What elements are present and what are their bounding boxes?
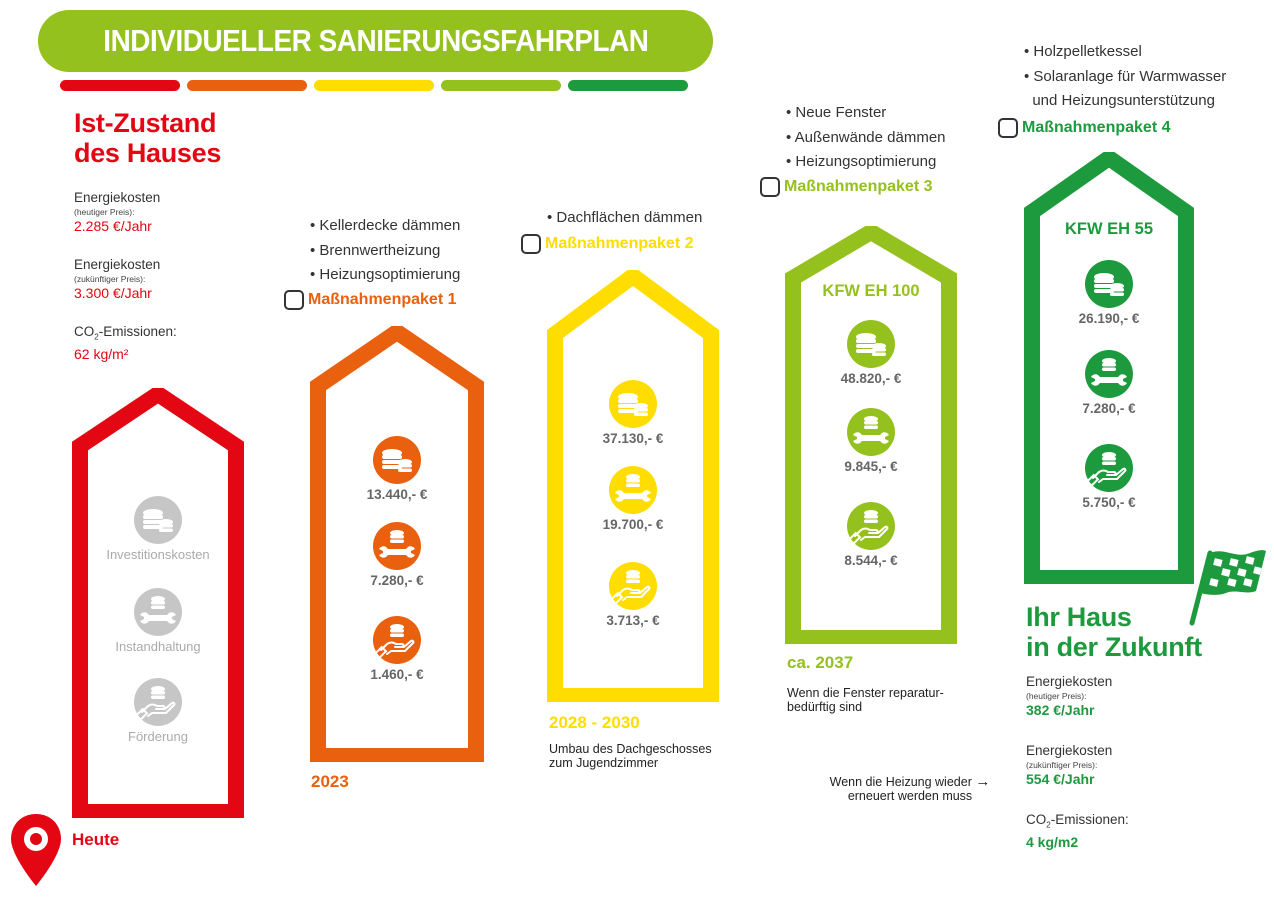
house-content-package-3: KFW EH 100 48.820,- € 9.845,- € 8.544,- …: [785, 226, 957, 644]
energy-cost-today-value: 2.285 €/Jahr: [74, 218, 152, 234]
energy-cost-future-value: 3.300 €/Jahr: [74, 285, 152, 301]
title-banner: INDIVIDUELLER SANIERUNGSFAHRPLAN: [38, 10, 713, 72]
investment-cost: 37.130,- €: [547, 380, 719, 446]
wrench-icon: [609, 466, 657, 514]
funding-amount: 5.750,- €: [1024, 444, 1194, 510]
maintenance-cost: 19.700,- €: [547, 466, 719, 532]
wrench-icon: [847, 408, 895, 456]
future-co2-value: 4 kg/m2: [1026, 833, 1079, 850]
package-3-standard: KFW EH 100: [822, 282, 920, 300]
coins-icon: [847, 320, 895, 368]
arrow-right-icon: →: [975, 773, 991, 790]
package-4-checkbox[interactable]: [998, 118, 1018, 138]
package-3-year: ca. 2037: [787, 653, 854, 672]
package-3-measures: • Neue Fenster • Außenwände dämmen • Hei…: [786, 104, 946, 170]
house-outline-package-1: [310, 326, 484, 762]
future-energy-cost-today-value: 382 €/Jahr: [1026, 702, 1095, 718]
legend-investment: Investitionskosten: [72, 496, 244, 562]
stripe-orange: [187, 80, 307, 91]
package-1-year: 2023: [311, 772, 349, 791]
package-1-measures: • Kellerdecke dämmen • Brennwertheizung …: [310, 217, 461, 283]
wrench-icon: [1085, 350, 1133, 398]
house-outline-current: [72, 388, 244, 818]
package-4-note: Wenn die Heizung wieder → erneuert werde…: [829, 773, 991, 803]
maintenance-cost: 7.280,- €: [310, 522, 484, 588]
investment-cost: 26.190,- €: [1024, 260, 1194, 326]
maintenance-cost: 7.280,- €: [1024, 350, 1194, 416]
package-3-note: Wenn die Fenster reparatur- bedürftig si…: [787, 686, 944, 714]
stripe-green: [568, 80, 688, 91]
future-energy-cost-future-value: 554 €/Jahr: [1026, 771, 1095, 787]
coins-icon: [1085, 260, 1133, 308]
house-content-package-1: 13.440,- € 7.280,- € 1.460,- €: [310, 326, 484, 762]
package-2-measures: • Dachflächen dämmen: [547, 209, 703, 226]
legend-maintenance: Instandhaltung: [72, 588, 244, 654]
hand-coins-icon: [1085, 444, 1133, 492]
house-outline-package-4: [1024, 152, 1194, 584]
stripe-red: [60, 80, 180, 91]
package-4-toggle[interactable]: Maßnahmenpaket 4: [998, 118, 1170, 138]
package-4-measures: • Holzpelletkessel • Solaranlage für War…: [1024, 43, 1227, 109]
house-content-package-4: KFW EH 55 26.190,- € 7.280,- € 5.750,- €: [1024, 152, 1194, 584]
house-content-current: Investitionskosten Instandhaltung Förder…: [72, 388, 244, 818]
stripe-yellow: [314, 80, 434, 91]
funding-amount: 8.544,- €: [785, 502, 957, 568]
funding-amount: 1.460,- €: [310, 616, 484, 682]
investment-cost: 48.820,- €: [785, 320, 957, 386]
package-1-checkbox[interactable]: [284, 290, 304, 310]
current-state-heading: Ist-Zustand des Hauses: [74, 108, 222, 168]
package-2-note: Umbau des Dachgeschosses zum Jugendzimme…: [549, 742, 712, 770]
future-state-heading: Ihr Haus in der Zukunft: [1026, 602, 1202, 662]
maintenance-cost: 9.845,- €: [785, 408, 957, 474]
hand-coins-icon: [373, 616, 421, 664]
funding-amount: 3.713,- €: [547, 562, 719, 628]
house-outline-package-2: [547, 270, 719, 702]
coins-icon: [609, 380, 657, 428]
hand-coins-icon: [609, 562, 657, 610]
page-title: INDIVIDUELLER SANIERUNGSFAHRPLAN: [102, 23, 649, 58]
wrench-icon: [373, 522, 421, 570]
location-pin-icon: [11, 814, 61, 886]
package-3-toggle[interactable]: Maßnahmenpaket 3: [760, 177, 932, 197]
house-outline-package-3: [785, 226, 957, 644]
wrench-icon: [134, 588, 182, 636]
package-2-toggle[interactable]: Maßnahmenpaket 2: [521, 234, 693, 254]
package-2-checkbox[interactable]: [521, 234, 541, 254]
package-4-standard: KFW EH 55: [1064, 220, 1153, 238]
legend-funding: Förderung: [72, 678, 244, 744]
stripe-light-green: [441, 80, 561, 91]
house-content-package-2: 37.130,- € 19.700,- € 3.713,- €: [547, 270, 719, 702]
co2-label: CO2-Emissionen:: [74, 324, 177, 342]
package-1-toggle[interactable]: Maßnahmenpaket 1: [284, 290, 456, 310]
package-3-checkbox[interactable]: [760, 177, 780, 197]
future-state-info: Ihr Haus in der Zukunft Energiekosten (h…: [1026, 602, 1202, 850]
future-co2-label: CO2-Emissionen:: [1026, 812, 1129, 830]
checkered-flag-icon: [1189, 550, 1266, 626]
coins-icon: [134, 496, 182, 544]
coins-icon: [373, 436, 421, 484]
current-state-info: Ist-Zustand des Hauses Energiekosten (he…: [74, 108, 222, 362]
today-label: Heute: [72, 830, 120, 849]
co2-value: 62 kg/m²: [74, 345, 129, 362]
investment-cost: 13.440,- €: [310, 436, 484, 502]
hand-coins-icon: [847, 502, 895, 550]
hand-coins-icon: [134, 678, 182, 726]
package-2-year: 2028 - 2030: [549, 713, 640, 732]
